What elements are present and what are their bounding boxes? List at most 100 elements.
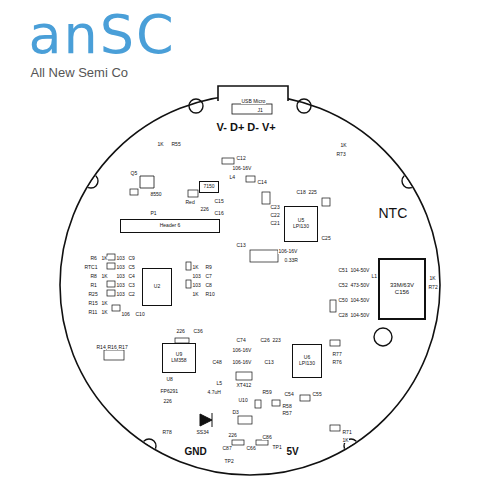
silkscreen-label: 5V — [286, 447, 299, 458]
silkscreen-label: C15 — [214, 199, 224, 204]
silkscreen-label: C87 — [222, 446, 232, 451]
silkscreen-label: R59 — [262, 390, 272, 395]
silkscreen-label: C52 — [338, 283, 348, 288]
chip-box: 7150 — [199, 181, 219, 193]
silkscreen-label: R10 — [205, 292, 215, 297]
silkscreen-label: C16 — [214, 211, 224, 216]
silkscreen-label: 1K — [340, 143, 347, 148]
silkscreen-label: 226 — [228, 433, 237, 438]
silkscreen-label: 104-50V — [350, 268, 370, 273]
silkscreen-label: 104-50V — [350, 298, 370, 303]
silkscreen-label: J1 — [257, 108, 263, 113]
pad — [322, 198, 330, 206]
pad — [112, 305, 120, 311]
component-label: 33M/63V — [390, 282, 414, 289]
silkscreen-label: L5 — [216, 381, 223, 386]
mount-hole — [189, 99, 203, 113]
silkscreen-label: 106-16V — [232, 348, 252, 353]
silkscreen-label: C7 — [205, 274, 212, 279]
silkscreen-label: R15 — [88, 301, 98, 306]
pad — [186, 280, 191, 288]
pad — [107, 290, 115, 296]
silkscreen-label: R76 — [332, 360, 342, 365]
silkscreen-label: 106-16V — [232, 360, 252, 365]
chip-box: U5LPI130 — [284, 206, 318, 242]
pad — [188, 190, 198, 197]
silkscreen-label: Q5 — [130, 171, 138, 176]
silkscreen-label: C21 — [270, 221, 280, 226]
silkscreen-label: RTC1 — [84, 265, 98, 270]
pad — [107, 254, 115, 260]
silkscreen-label: C26 — [260, 338, 270, 343]
diode-symbol — [200, 413, 212, 427]
silkscreen-label: 104-50V — [350, 313, 370, 318]
transistor-footprint — [140, 176, 154, 188]
silkscreen-label: R16 — [107, 345, 117, 350]
component-label: 7150 — [203, 184, 214, 190]
silkscreen-label: C22 — [270, 213, 280, 218]
silkscreen-label: R14 — [96, 345, 106, 350]
silkscreen-label: 4.7uH — [207, 390, 221, 395]
pad — [236, 372, 252, 380]
silkscreen-label: C54 — [284, 392, 294, 397]
silkscreen-label: C36 — [193, 329, 203, 334]
silkscreen-label: R58 — [282, 404, 292, 409]
pad — [222, 158, 234, 164]
silkscreen-label: TP1 — [272, 445, 282, 450]
silkscreen-label: R73 — [336, 152, 346, 157]
silkscreen-label: C18 — [296, 190, 306, 195]
silkscreen-label: C13 — [264, 360, 274, 365]
silkscreen-label: C51 — [338, 268, 348, 273]
pad — [330, 340, 340, 346]
silkscreen-label: 1K — [101, 256, 108, 261]
pad — [255, 400, 261, 408]
silkscreen-label: 226 — [163, 399, 172, 404]
silkscreen-label: R78 — [162, 430, 172, 435]
pad — [256, 440, 268, 445]
pad — [300, 395, 310, 401]
silkscreen-label: SS34 — [196, 430, 209, 435]
component-label: Header 6 — [160, 223, 181, 229]
company-name: All New Semi Co — [30, 66, 129, 80]
silkscreen-label: 226 — [200, 207, 209, 212]
silkscreen-label: R25 — [88, 292, 98, 297]
silkscreen-label: L4 — [229, 175, 236, 180]
silkscreen-label: R8 — [90, 274, 97, 279]
silkscreen-label: 103 — [116, 274, 125, 279]
silkscreen-label: 225 — [308, 190, 317, 195]
silkscreen-label: R9 — [205, 265, 212, 270]
silkscreen-label: C3 — [128, 283, 135, 288]
silkscreen-label: 8550 — [150, 192, 162, 197]
silkscreen-label: C13 — [236, 243, 246, 248]
pad — [330, 425, 340, 431]
silkscreen-label: 103 — [192, 274, 201, 279]
silkscreen-label: 106-16V — [232, 166, 252, 171]
silkscreen-label: 1K — [157, 142, 164, 147]
component-label: LPI130 — [299, 361, 315, 367]
logo-text: anSC — [28, 8, 176, 62]
silkscreen-label: USB Micro — [241, 99, 266, 104]
pad — [246, 176, 255, 182]
component-label: LPI130 — [293, 224, 309, 230]
silkscreen-label: V- D+ D- V+ — [216, 122, 276, 134]
pad — [130, 189, 138, 195]
silkscreen-label: R57 — [282, 411, 292, 416]
pad — [232, 440, 244, 445]
component-label: LM358 — [171, 358, 186, 364]
silkscreen-label: 1K — [101, 301, 108, 306]
pad — [186, 262, 191, 270]
silkscreen-label: C10 — [135, 312, 145, 317]
silkscreen-label: C9 — [128, 256, 135, 261]
pad — [262, 192, 270, 204]
silkscreen-label: R6 — [90, 256, 97, 261]
silkscreen-label: 473-50V — [350, 283, 370, 288]
silkscreen-label: C23 — [270, 205, 280, 210]
silkscreen-label: 1K — [101, 274, 108, 279]
silkscreen-label: 223 — [272, 338, 281, 343]
silkscreen-label: C66 — [246, 446, 256, 451]
silkscreen-label: P1 — [150, 211, 157, 216]
silkscreen-label: 1K — [101, 310, 108, 315]
silkscreen-label: C55 — [312, 392, 322, 397]
silkscreen-label: GND — [184, 447, 207, 458]
silkscreen-label: R72 — [428, 285, 438, 290]
